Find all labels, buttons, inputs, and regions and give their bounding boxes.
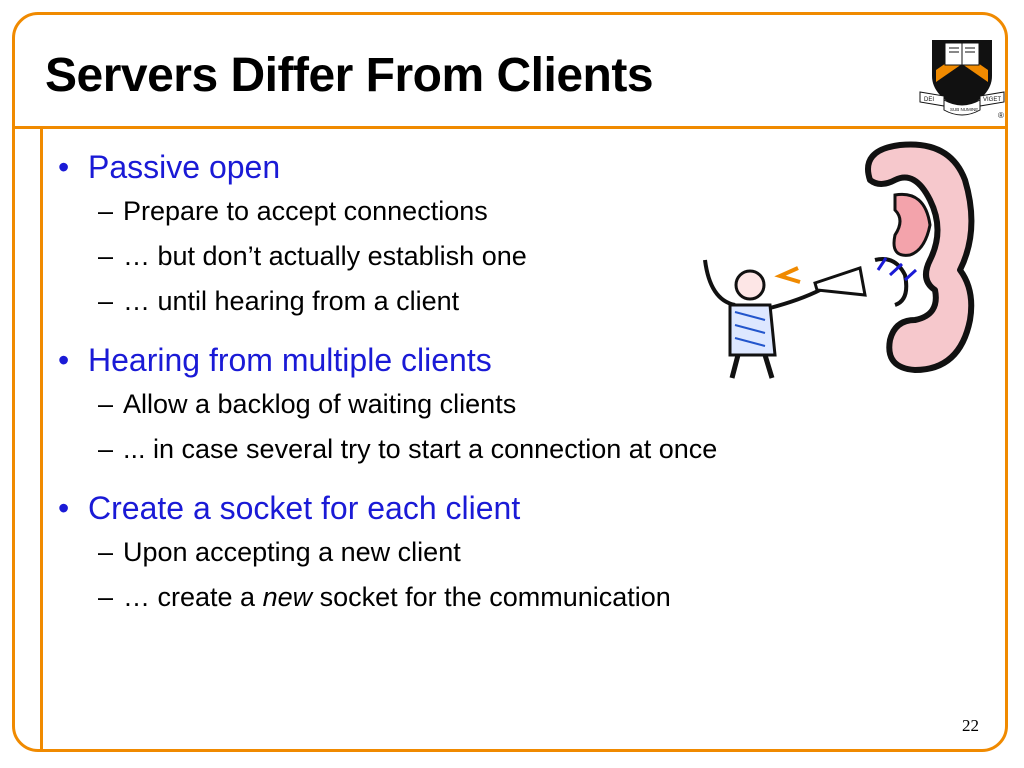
page-number: 22 [962, 716, 979, 735]
slide-title: Servers Differ From Clients [45, 49, 654, 102]
sub-list: –Allow a backlog of waiting clients –...… [98, 382, 958, 472]
sub-item-text: ... in case several try to start a conne… [123, 434, 718, 464]
sub-item: –Upon accepting a new client [98, 530, 958, 575]
sub-item: –… but don’t actually establish one [98, 234, 958, 279]
title-divider [12, 126, 1008, 129]
sub-item: –… until hearing from a client [98, 279, 958, 324]
sub-item: –Allow a backlog of waiting clients [98, 382, 958, 427]
bullet-socket-per-client: • Create a socket for each client –Upon … [58, 486, 958, 620]
dash: – [98, 434, 114, 464]
bullet-text: Passive open [88, 149, 281, 185]
sub-item-text: … but don’t actually establish one [123, 241, 527, 271]
bullet-passive-open: • Passive open –Prepare to accept connec… [58, 145, 958, 324]
bullet-list: • Passive open –Prepare to accept connec… [58, 145, 958, 634]
sub-item: –... in case several try to start a conn… [98, 427, 958, 472]
logo-left-scroll: DEI [924, 97, 934, 103]
slide-frame [12, 12, 1008, 752]
bullet-dot: • [58, 342, 70, 378]
logo-mid-scroll: SUB NUMINE [950, 107, 978, 112]
sub-list: –Prepare to accept connections –… but do… [98, 189, 958, 324]
princeton-shield-icon: DEI SUB NUMINE VIGET ® [919, 40, 1005, 120]
sub-item-text: Upon accepting a new client [123, 537, 461, 567]
bullet-text: Hearing from multiple clients [88, 342, 492, 378]
registered-mark: ® [998, 111, 1004, 120]
dash: – [98, 537, 114, 567]
emphasis-new: new [262, 582, 313, 612]
sub-item-text: … until hearing from a client [123, 286, 460, 316]
logo-right-scroll: VIGET [983, 97, 1001, 103]
dash: – [98, 286, 114, 316]
sub-item-text-after: socket for the communication [319, 582, 671, 612]
left-divider [40, 126, 43, 752]
bullet-dot: • [58, 149, 70, 185]
sub-item: – … create a new socket for the communic… [98, 575, 958, 620]
sub-item-text: Prepare to accept connections [123, 196, 488, 226]
bullet-dot: • [58, 490, 70, 526]
bullet-multiple-clients: • Hearing from multiple clients –Allow a… [58, 338, 958, 472]
person-shouting-into-ear-icon [703, 141, 975, 379]
bullet-text: Create a socket for each client [88, 490, 521, 526]
sub-item-text-before: … create a [123, 582, 256, 612]
dash: – [98, 241, 114, 271]
dash: – [98, 582, 114, 612]
dash: – [98, 389, 114, 419]
sub-item: –Prepare to accept connections [98, 189, 958, 234]
sub-list: –Upon accepting a new client – … create … [98, 530, 958, 620]
sub-item-text: Allow a backlog of waiting clients [123, 389, 517, 419]
dash: – [98, 196, 114, 226]
